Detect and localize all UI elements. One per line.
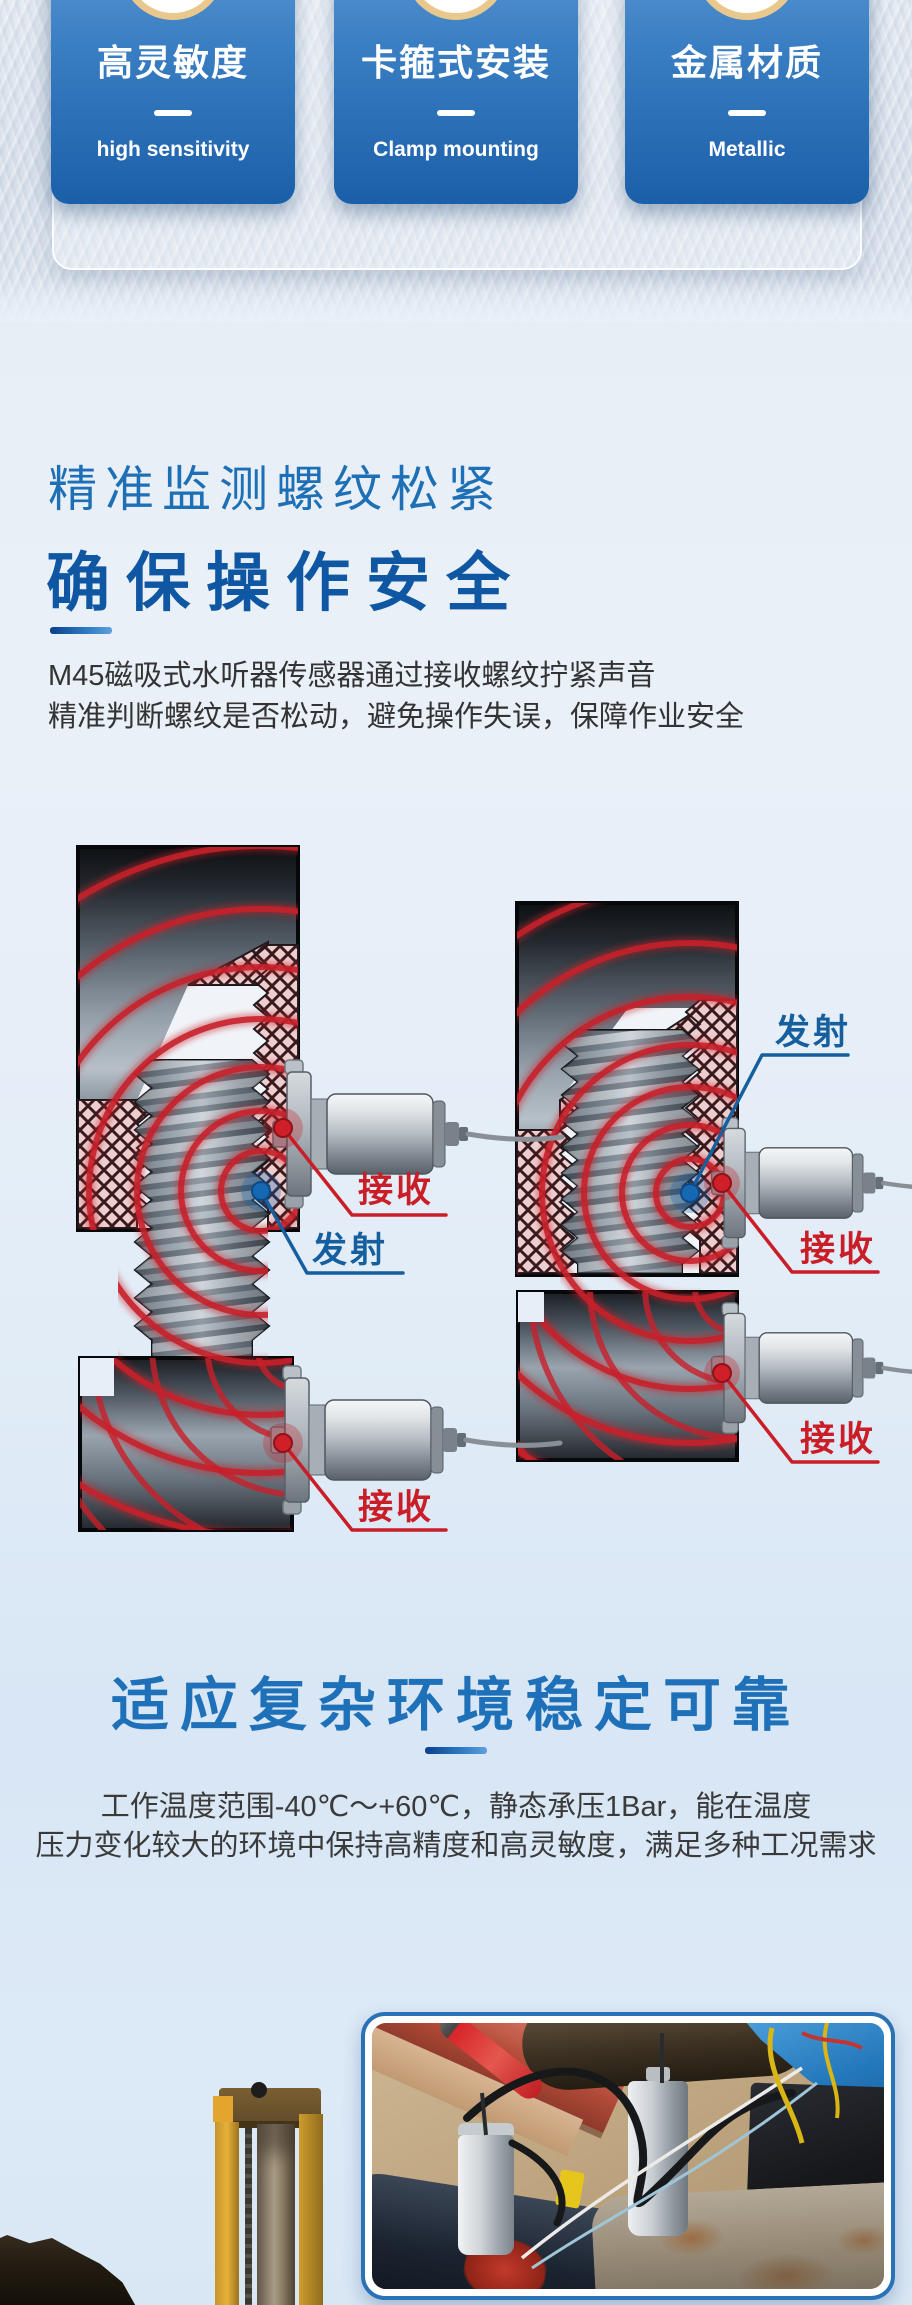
- rig-side-beam: [299, 2114, 323, 2305]
- label-receive: 接收: [800, 1230, 877, 1269]
- feature-card-subtitle: Clamp mounting: [373, 138, 539, 161]
- divider-dash: [154, 110, 192, 116]
- label-receive: 接收: [358, 1171, 435, 1210]
- section-divider: [425, 1747, 487, 1754]
- divider-dash: [437, 110, 475, 116]
- rig-yellow-cap: [213, 2096, 233, 2122]
- body-line: 工作温度范围-40℃～+60℃，静态承压1Bar，能在温度: [100, 1791, 812, 1823]
- body-line: 压力变化较大的环境中保持高精度和高灵敏度，满足多种工况需求: [35, 1830, 877, 1862]
- gold-ring-badge-icon: [695, 0, 799, 20]
- cables: [463, 2023, 863, 2270]
- label-receive: 接收: [358, 1488, 435, 1527]
- section-body: M45磁吸式水听器传感器通过接收螺纹拧紧声音 精准判断螺纹是否松动，避免操作失误…: [48, 656, 744, 738]
- feature-card-title: 金属材质: [670, 42, 823, 83]
- feature-card-title: 高灵敏度: [96, 42, 249, 83]
- mounted-sensor: [458, 2123, 514, 2255]
- callout-dots: [241, 1108, 740, 1463]
- sensor-right-bottom: [712, 1303, 912, 1433]
- section-body: 工作温度范围-40℃～+60℃，静态承压1Bar，能在温度 压力变化较大的环境中…: [0, 1788, 912, 1866]
- block-notch: [80, 1358, 114, 1396]
- sound-waves-right: [517, 903, 737, 1460]
- block-notch: [518, 1292, 544, 1322]
- site-photo: [0, 1920, 912, 2305]
- mounted-sensor: [628, 2067, 688, 2236]
- rig-chain: [245, 2128, 252, 2305]
- feature-card-title: 卡箍式安装: [360, 42, 551, 83]
- section-title: 确保操作安全: [46, 547, 526, 619]
- callout-lines: [259, 1053, 880, 1532]
- sound-waves-left: [78, 847, 298, 1530]
- body-line: 精准判断螺纹是否松动，避免操作失误，保障作业安全: [48, 701, 745, 733]
- rig-kelly-bar: [257, 2124, 295, 2305]
- gold-ring-badge-icon: [121, 0, 225, 20]
- body-line: M45磁吸式水听器传感器通过接收螺纹拧紧声音: [48, 660, 656, 692]
- feature-card-subtitle: high sensitivity: [96, 138, 250, 161]
- field-application-inset-photo: [361, 2012, 895, 2300]
- rig-pulley: [251, 2082, 267, 2098]
- feature-card-clamp-mounting: 卡箍式安装 Clamp mounting: [334, 0, 578, 204]
- feature-card-metallic: 金属材质 Metallic: [625, 0, 869, 204]
- diagram-graphics: [76, 845, 912, 1532]
- drilling-rig: [213, 2082, 329, 2305]
- section-subtitle: 精准监测螺纹松紧: [48, 463, 505, 517]
- left-joint-cross-section: [76, 845, 300, 1532]
- inset-photo-content: [372, 2023, 884, 2289]
- gold-ring-badge-icon: [404, 0, 508, 20]
- label-transmit: 发射: [775, 1013, 852, 1052]
- feature-card-subtitle: Metallic: [708, 138, 786, 161]
- sensor-right-top: [712, 1118, 912, 1248]
- feature-card-sensitivity: 高灵敏度 high sensitivity: [51, 0, 295, 204]
- rig-mast: [215, 2122, 239, 2305]
- label-transmit: 发射: [312, 1231, 389, 1270]
- label-receive: 接收: [800, 1420, 877, 1459]
- divider-dash: [728, 110, 766, 116]
- thread-sensor-diagram: 接收 发射 接收 发射 接收 接收: [0, 770, 912, 1630]
- section-title: 适应复杂环境稳定可靠: [110, 1673, 801, 1738]
- section-divider: [50, 627, 112, 634]
